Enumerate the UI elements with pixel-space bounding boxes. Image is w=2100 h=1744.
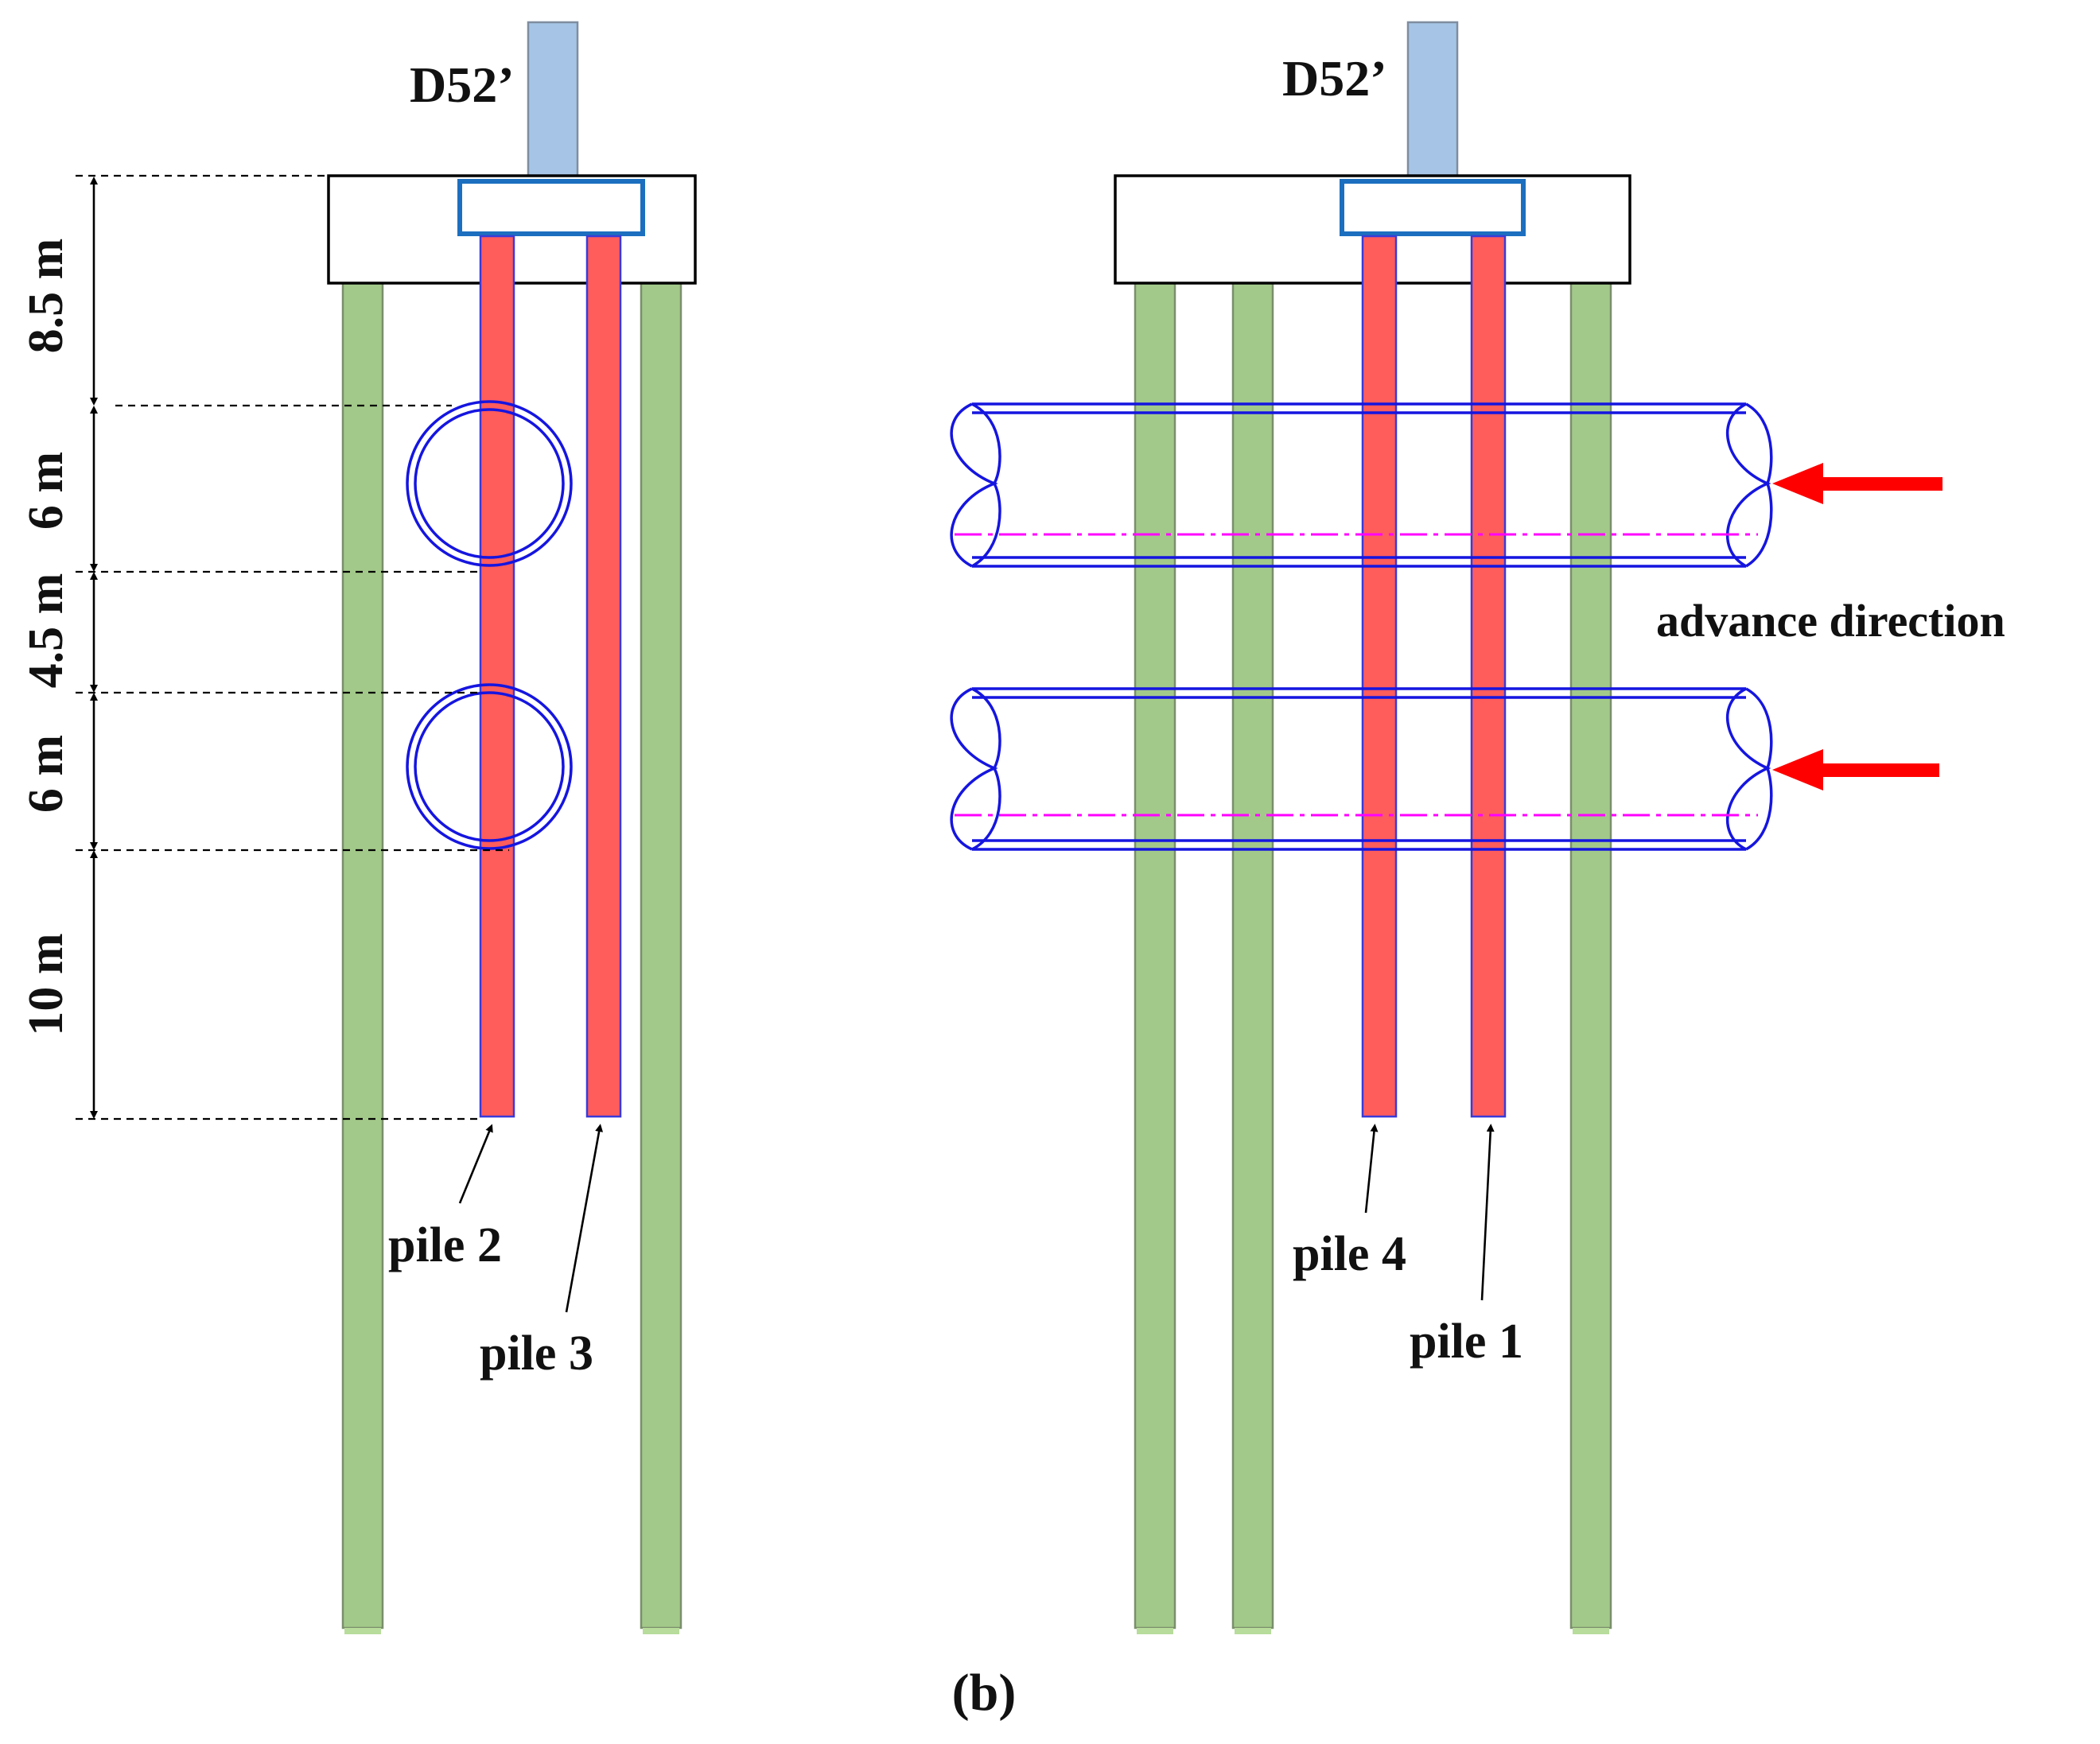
pile-2-label: pile 2 [388,1218,502,1272]
pile-1-pointer [1480,1124,1495,1301]
right-pile-green-3-foot [1573,1628,1609,1634]
pile-4-pointer [1364,1124,1379,1214]
dim-label-10: 10 m [19,933,73,1035]
right-cap-slot [1340,179,1526,236]
pile-1-label: pile 1 [1410,1315,1523,1369]
pile-2-pointer [458,1124,493,1204]
right-pile-green-3 [1569,281,1612,1629]
right-view: D52’ [950,21,2005,1634]
dim-label-6-lower: 6 m [19,735,73,813]
lower-tunnel-section-inner [414,691,565,842]
left-column-label: D52’ [410,56,515,113]
advance-arrow-upper [1772,463,1942,504]
pile-3-label: pile 3 [480,1326,593,1381]
left-outer-pile-left [341,281,384,1629]
left-column [527,21,579,180]
pile-4-label: pile 4 [1293,1227,1406,1281]
left-cap-slot [457,179,645,236]
pile-3-pointer [565,1124,604,1313]
dim-label-4-5: 4.5 m [19,573,73,689]
left-view: D52’ 8.5 m 6 m 4.5 m 6 m [19,21,697,1634]
right-pile-green-1-foot [1137,1628,1173,1634]
upper-tunnel-section-inner [414,408,565,559]
advance-arrow-lower [1772,749,1939,790]
upper-tunnel-section-outer [406,400,573,567]
dim-label-6-upper: 6 m [19,452,73,530]
right-column-label: D52’ [1282,50,1387,107]
upper-tunnel [950,402,1773,568]
pile-4 [1361,235,1398,1118]
dim-label-8-5: 8.5 m [19,239,73,354]
right-pile-green-2-foot [1235,1628,1271,1634]
right-pile-green-2 [1231,281,1274,1629]
advance-direction-label: advance direction [1656,595,2005,647]
left-outer-pile-left-foot [344,1628,381,1634]
pile-3 [585,235,622,1118]
pile-1 [1470,235,1507,1118]
left-outer-pile-right-foot [643,1628,679,1634]
lower-tunnel [950,687,1773,851]
left-outer-pile-right [640,281,682,1629]
right-column [1406,21,1459,180]
pile-2 [479,235,515,1118]
lower-tunnel-section-outer [406,683,573,850]
right-pile-green-1 [1134,281,1176,1629]
figure-caption: (b) [952,1664,1017,1722]
